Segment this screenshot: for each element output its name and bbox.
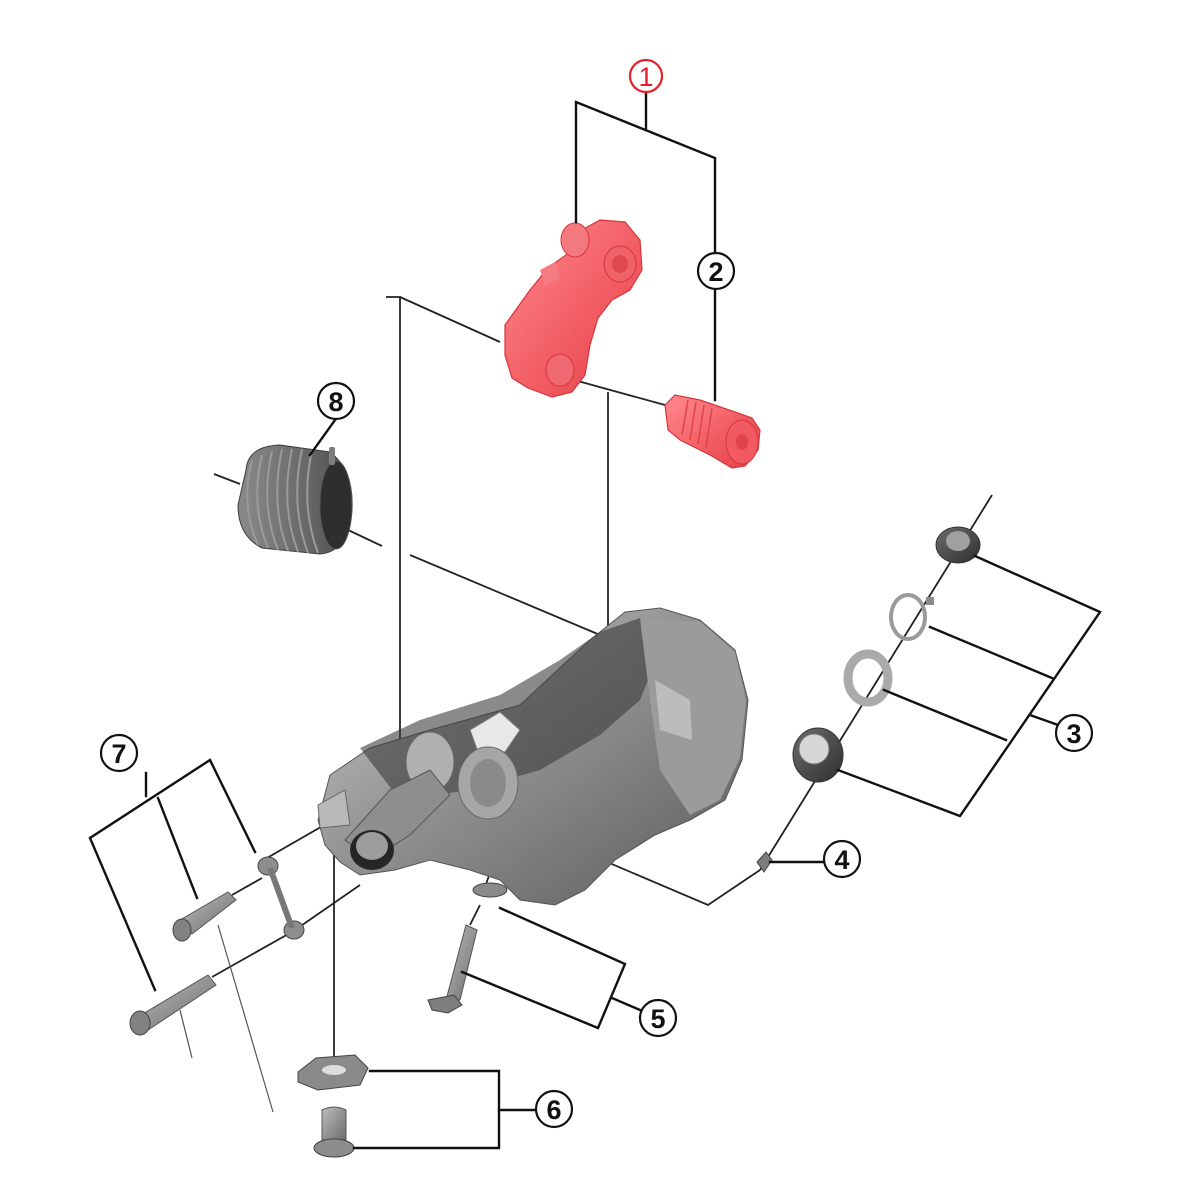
part-5-bolt-and-washer[interactable] xyxy=(427,882,642,1030)
callout-6[interactable]: 6 xyxy=(534,1089,574,1129)
svg-text:6: 6 xyxy=(546,1095,561,1125)
part-2-adjusting-bolt[interactable] xyxy=(664,394,761,469)
callout-1-2-leaders xyxy=(574,87,717,402)
part-6-plate-nut-and-bolt[interactable] xyxy=(297,1054,538,1158)
part-3-pulley-bushing-set[interactable] xyxy=(792,526,1102,818)
svg-text:2: 2 xyxy=(708,257,723,287)
callout-4[interactable]: 4 xyxy=(822,839,862,879)
derailleur-body xyxy=(317,607,749,906)
svg-text:4: 4 xyxy=(834,845,849,875)
part-3-cap xyxy=(935,526,981,564)
callout-3[interactable]: 3 xyxy=(1054,713,1094,753)
callout-5[interactable]: 5 xyxy=(638,998,678,1038)
svg-text:8: 8 xyxy=(328,387,343,417)
part-8-return-spring[interactable] xyxy=(237,444,353,555)
callout-7[interactable]: 7 xyxy=(99,733,139,773)
part-3-ring xyxy=(889,593,934,641)
part-3-nut xyxy=(792,727,844,783)
callout-8-leader xyxy=(308,418,337,457)
part-3-bushing xyxy=(843,649,893,707)
callout-2[interactable]: 2 xyxy=(696,251,736,291)
svg-text:3: 3 xyxy=(1066,719,1081,749)
callout-8[interactable]: 8 xyxy=(316,381,356,421)
part-1-cable-fixing-link[interactable] xyxy=(504,219,643,398)
svg-text:1: 1 xyxy=(638,62,653,92)
part-4-small-screw[interactable] xyxy=(756,851,826,873)
callout-1[interactable]: 1 xyxy=(628,58,664,94)
part-7-link-bolts-washers[interactable] xyxy=(88,758,305,1036)
svg-text:7: 7 xyxy=(111,739,126,769)
svg-text:5: 5 xyxy=(650,1004,665,1034)
